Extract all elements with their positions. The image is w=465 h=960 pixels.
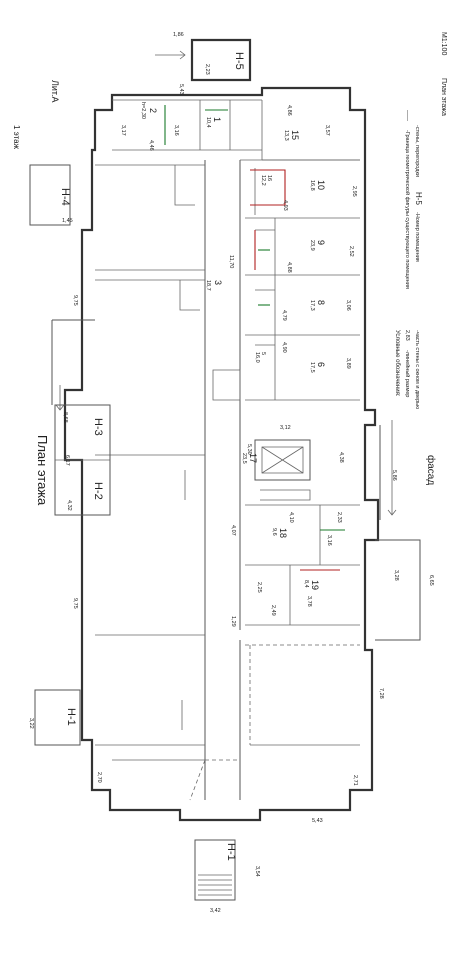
room-area: 9,6	[271, 528, 277, 536]
room-number: 17	[248, 453, 258, 463]
dimension-label: 3,78	[306, 596, 312, 607]
dimension-label: 6,17	[64, 455, 70, 466]
room-area: 23,9	[309, 240, 315, 251]
room-number: 5	[260, 352, 266, 355]
room-number: 8	[316, 300, 326, 305]
dimension-label: 5,86	[391, 470, 397, 481]
dimension-label: 3,16	[173, 125, 179, 136]
dimension-label: 4,79	[281, 310, 287, 321]
room-area: 12,2	[260, 175, 266, 186]
dimension-label: 2,25	[256, 582, 262, 593]
legend-item-2: -Номер помещения	[414, 212, 420, 262]
stairwell	[245, 425, 421, 641]
room-area: 17,5	[309, 362, 315, 373]
dimension-label: 4,38	[338, 452, 344, 463]
dimension-label: 1,29	[230, 616, 236, 627]
dimension-label: 3,42	[210, 908, 221, 914]
room-number: 9	[316, 240, 326, 245]
dimension-label: 2,33	[336, 512, 342, 523]
header-title: План этажа	[440, 78, 447, 116]
lit-label: Лит.А	[50, 80, 60, 103]
floor-label: 1 этаж	[12, 125, 21, 150]
dimension-label: 2,49	[270, 605, 276, 616]
entry-arrows	[55, 50, 397, 516]
dimension-label: 11,70	[228, 255, 234, 268]
dimension-label: 4,88	[286, 262, 292, 273]
dimension-label: 3,17	[120, 125, 126, 136]
dimension-label: 6,65	[428, 575, 434, 586]
bottom-rooms	[112, 644, 360, 901]
room-number: 19	[310, 580, 320, 590]
entrance-label: Н-3	[92, 418, 104, 436]
entrance-label: Н-4	[59, 188, 71, 206]
room-number: 3	[213, 280, 223, 285]
room-number: 16	[266, 175, 272, 181]
room-area: h=2,30	[140, 102, 146, 119]
dimension-label: 5,43	[178, 84, 184, 95]
dimension-label: 4,86	[286, 105, 292, 116]
room-number: 10	[316, 180, 326, 190]
dimension-label: 7,28	[378, 688, 384, 699]
legend-item-4: -стены, перегородки	[414, 125, 420, 177]
dimension-label: 9,75	[72, 295, 78, 306]
legend-item-1: -Граница геометрической фигуры существую…	[404, 130, 411, 289]
dimension-label: 9,75	[72, 598, 78, 609]
legend-sample-1: ——	[404, 110, 410, 122]
dimension-label: 2,71	[352, 775, 358, 786]
dimension-label: 4,93	[282, 200, 288, 211]
right-rooms	[212, 159, 360, 401]
legend-sample-0: 2,83	[404, 330, 410, 341]
entrance-label: Н-2	[92, 482, 104, 500]
room-area: 18,7	[205, 280, 211, 291]
dimension-label: 2,70	[96, 772, 102, 783]
room-number: 1	[212, 117, 222, 122]
dimension-label: 4,10	[288, 512, 294, 523]
room-number: 2	[148, 108, 158, 113]
room-area: 17,3	[309, 300, 315, 311]
entrance-label: Н-1	[225, 843, 237, 861]
dimension-label: 2,95	[351, 186, 357, 197]
dimension-label: 1,86	[173, 32, 184, 38]
room-area: 23,5	[241, 453, 247, 464]
dimension-label: 4,90	[281, 342, 287, 353]
header-scale: М1:100	[440, 32, 447, 55]
left-rooms	[29, 164, 205, 746]
room-area: 16,0	[254, 352, 260, 363]
legend-title: Условные обозначения:	[394, 330, 400, 397]
dimension-label: 3,54	[254, 866, 260, 877]
room-number: 6	[316, 362, 326, 367]
dimension-label: 3,12	[280, 425, 291, 431]
entrance-label: Н-5	[233, 52, 245, 70]
dimension-label: 4,32	[66, 500, 72, 511]
room-area: 10,4	[205, 117, 211, 128]
dimension-label: 3,28	[393, 570, 399, 581]
dimension-label: 3,16	[326, 535, 332, 546]
dimension-label: 3,22	[28, 718, 34, 729]
legend-sample-2: Н-5	[414, 192, 423, 205]
facade-label: фасад	[425, 455, 437, 485]
legend-item-0: -линейный размер	[404, 350, 411, 397]
dimension-label: 5,30	[246, 444, 252, 455]
dimension-label: 2,52	[348, 246, 354, 257]
dimension-label: 5,43	[312, 818, 323, 824]
legend-item-3: -часть стены с окном и дверью	[414, 330, 420, 409]
plan-title-left: План этажа	[35, 435, 50, 506]
room-area: 8,4	[303, 580, 309, 588]
room-area: 16,8	[309, 180, 315, 191]
entrance-label: Н-1	[65, 708, 77, 726]
dimension-label: 3,57	[324, 125, 330, 136]
dimension-label: 4,46	[148, 140, 154, 151]
room-area: 13,3	[283, 130, 289, 141]
dimension-label: 1,45	[62, 218, 73, 224]
dimension-label: 3,89	[345, 358, 351, 369]
dimension-label: 4,07	[230, 525, 236, 536]
outer-walls	[63, 38, 380, 822]
room-number: 18	[278, 528, 288, 538]
text-layer: План этажа М1:100 Лит.А 1 этаж План этаж…	[12, 32, 447, 914]
dimension-label: 2,23	[204, 64, 210, 75]
room-number: 15	[290, 130, 300, 140]
dimension-label: 8,68	[62, 412, 68, 423]
dimension-label: 3,06	[345, 300, 351, 311]
